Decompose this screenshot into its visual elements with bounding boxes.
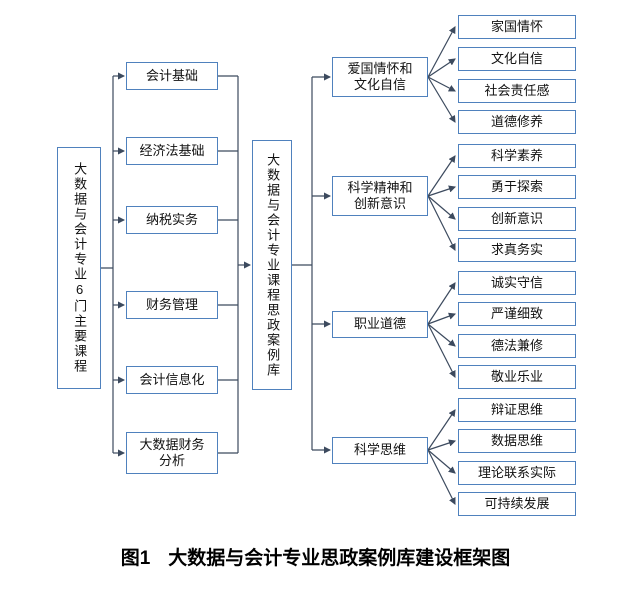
root-courses-group-node: 大数据与会计专业6门主要课程 bbox=[57, 147, 101, 389]
course-node-5: 会计信息化 bbox=[126, 366, 218, 394]
leaf-node-3-1: 诚实守信 bbox=[458, 271, 576, 295]
leaf-node-4-3: 理论联系实际 bbox=[458, 461, 576, 485]
case-library-hub-node: 大数据与会计专业课程思政案例库 bbox=[252, 140, 292, 390]
course-node-3: 纳税实务 bbox=[126, 206, 218, 234]
leaf-node-2-2: 勇于探索 bbox=[458, 175, 576, 199]
figure-caption: 图1 大数据与会计专业思政案例库建设框架图 bbox=[0, 543, 631, 570]
category-node-4: 科学思维 bbox=[332, 437, 428, 464]
leaf-node-3-2: 严谨细致 bbox=[458, 302, 576, 326]
leaf-node-1-1: 家国情怀 bbox=[458, 15, 576, 39]
leaf-node-4-2: 数据思维 bbox=[458, 429, 576, 453]
root-courses-group-label: 大数据与会计专业6门主要课程 bbox=[72, 162, 88, 374]
connector-lines bbox=[101, 26, 457, 505]
leaf-node-1-2: 文化自信 bbox=[458, 47, 576, 71]
category-node-3: 职业道德 bbox=[332, 311, 428, 338]
category-node-2: 科学精神和 创新意识 bbox=[332, 176, 428, 216]
leaf-node-1-4: 道德修养 bbox=[458, 110, 576, 134]
leaf-node-3-4: 敬业乐业 bbox=[458, 365, 576, 389]
leaf-node-4-1: 辩证思维 bbox=[458, 398, 576, 422]
figure-caption-title: 大数据与会计专业思政案例库建设框架图 bbox=[168, 548, 511, 569]
course-node-6: 大数据财务 分析 bbox=[126, 432, 218, 474]
leaf-node-2-4: 求真务实 bbox=[458, 238, 576, 262]
course-node-2: 经济法基础 bbox=[126, 137, 218, 165]
course-node-1: 会计基础 bbox=[126, 62, 218, 90]
case-library-hub-label: 大数据与会计专业课程思政案例库 bbox=[265, 152, 281, 378]
leaf-node-4-4: 可持续发展 bbox=[458, 492, 576, 516]
category-node-1: 爱国情怀和 文化自信 bbox=[332, 57, 428, 97]
leaf-node-3-3: 德法兼修 bbox=[458, 334, 576, 358]
leaf-node-2-3: 创新意识 bbox=[458, 207, 576, 231]
course-node-4: 财务管理 bbox=[126, 291, 218, 319]
leaf-node-1-3: 社会责任感 bbox=[458, 79, 576, 103]
figure-caption-number: 图1 bbox=[120, 548, 151, 569]
leaf-node-2-1: 科学素养 bbox=[458, 144, 576, 168]
